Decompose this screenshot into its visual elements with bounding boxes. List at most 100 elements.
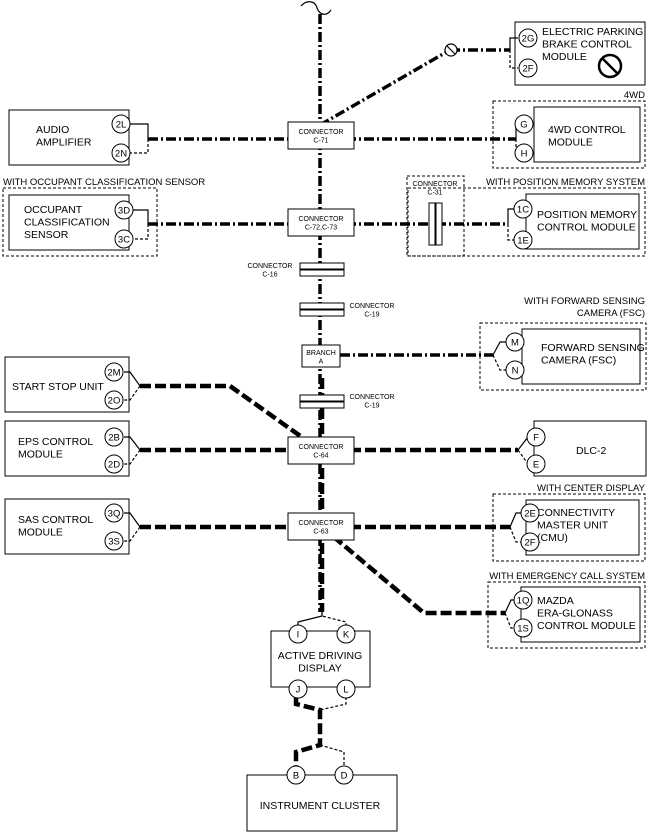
pin-add-top-2: K bbox=[336, 624, 356, 644]
caption-emergency-call: WITH EMERGENCY CALL SYSTEM bbox=[489, 571, 645, 582]
svg-text:2D: 2D bbox=[108, 460, 120, 471]
connector-c31-left bbox=[428, 202, 436, 246]
connector-c19b-bottom bbox=[299, 401, 345, 409]
wire-add-cluster bbox=[293, 697, 323, 766]
svg-text:M: M bbox=[511, 338, 519, 349]
svg-text:2F: 2F bbox=[522, 64, 533, 75]
epb-module-box bbox=[514, 21, 646, 86]
start-stop-unit-label: START STOP UNIT bbox=[12, 381, 104, 393]
pin-posmem-1: 1C bbox=[513, 199, 533, 219]
connector-c19b-top bbox=[299, 394, 345, 402]
group-position-memory bbox=[407, 187, 646, 257]
instrument-cluster-box bbox=[246, 774, 398, 832]
instrument-cluster-label: INSTRUMENT CLUSTER bbox=[260, 800, 381, 812]
group-center-display bbox=[492, 493, 646, 562]
svg-text:2M: 2M bbox=[107, 368, 120, 379]
svg-text:3C: 3C bbox=[118, 235, 130, 246]
cmu-box bbox=[525, 499, 640, 556]
wire-era bbox=[320, 525, 505, 616]
connector-c19a-bottom bbox=[299, 309, 345, 317]
pin-start-stop-1: 2M bbox=[104, 362, 124, 382]
svg-text:G: G bbox=[520, 120, 527, 131]
caption-occupant-sensor: WITH OCCUPANT CLASSIFICATION SENSOR bbox=[3, 177, 205, 188]
svg-text:1C: 1C bbox=[517, 205, 529, 216]
svg-text:3Q: 3Q bbox=[108, 509, 121, 520]
active-driving-display-box bbox=[270, 630, 371, 688]
caption-center-display: WITH CENTER DISPLAY bbox=[537, 483, 646, 494]
pin-sas-2: 3S bbox=[104, 531, 124, 551]
svg-text:K: K bbox=[343, 630, 350, 641]
svg-text:F: F bbox=[533, 433, 539, 444]
break-mark bbox=[300, 1, 332, 15]
connector-c72-c73 bbox=[287, 208, 355, 237]
pin-dlc-1: F bbox=[526, 427, 546, 447]
svg-text:H: H bbox=[521, 149, 528, 160]
connector-c16-top bbox=[299, 262, 345, 270]
occupant-sensor-box bbox=[8, 194, 130, 251]
pin-era-2: 1S bbox=[513, 618, 533, 638]
pin-eps-1: 2B bbox=[104, 427, 124, 447]
svg-text:E: E bbox=[533, 460, 539, 471]
caption-position-memory: WITH POSITION MEMORY SYSTEM bbox=[486, 177, 645, 188]
pin-fwd-1: G bbox=[514, 114, 534, 134]
prohibited-icon bbox=[597, 53, 623, 79]
pin-audio-1: 2L bbox=[111, 114, 131, 134]
group-connector-c31 bbox=[406, 175, 465, 257]
svg-text:N: N bbox=[512, 366, 519, 377]
svg-text:B: B bbox=[293, 771, 299, 782]
group-4wd bbox=[492, 100, 646, 169]
fwd-control-module-box bbox=[533, 106, 641, 163]
dlc2-label: DLC-2 bbox=[576, 445, 607, 457]
svg-text:J: J bbox=[296, 685, 301, 696]
pins-layer: 2G2F2L2NGH3D3C1C1EMN2M2O2B2DFE3Q3S2E2F1Q… bbox=[104, 28, 546, 785]
connector-c16-bottom bbox=[299, 269, 345, 277]
svg-text:I: I bbox=[297, 630, 300, 641]
svg-text:2L: 2L bbox=[116, 120, 127, 131]
connector-c71 bbox=[287, 121, 355, 150]
connector-c19a-top bbox=[299, 302, 345, 310]
wire-cluster-dash bbox=[319, 744, 345, 766]
group-occupant-sensor bbox=[2, 187, 158, 257]
wire-epb-diag bbox=[319, 48, 451, 127]
pin-fwd-2: H bbox=[514, 143, 534, 163]
wire-start-stop bbox=[140, 383, 322, 452]
pin-start-stop-2: 2O bbox=[104, 390, 124, 410]
svg-text:2O: 2O bbox=[108, 396, 121, 407]
svg-text:2E: 2E bbox=[524, 509, 536, 520]
pin-era-1: 1Q bbox=[513, 590, 533, 610]
pin-cmu-1: 2E bbox=[520, 503, 540, 523]
pin-cluster-1: B bbox=[286, 765, 306, 785]
pin-cluster-2: D bbox=[334, 765, 354, 785]
era-glonass-box bbox=[520, 586, 641, 643]
pin-audio-2: 2N bbox=[111, 143, 131, 163]
dlc2-box bbox=[533, 420, 647, 477]
svg-text:L: L bbox=[343, 685, 348, 696]
pin-epb-1: 2G bbox=[518, 28, 538, 48]
audio-amplifier-box bbox=[8, 109, 130, 166]
position-memory-box bbox=[525, 193, 640, 250]
pin-posmem-2: 1E bbox=[513, 230, 533, 250]
svg-text:2F: 2F bbox=[524, 538, 535, 549]
caption-4wd: 4WD bbox=[624, 90, 645, 101]
connector-c64 bbox=[287, 436, 355, 465]
pin-fsc-2: N bbox=[505, 360, 525, 380]
